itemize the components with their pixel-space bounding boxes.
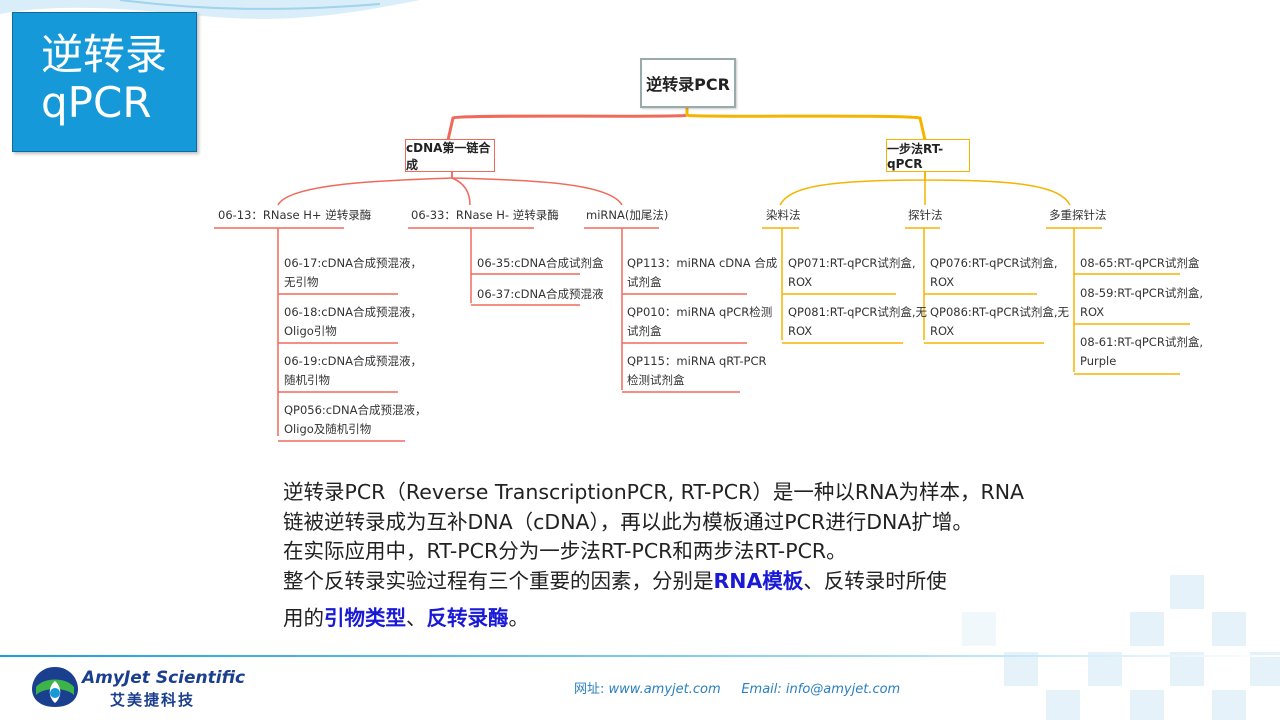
description-paragraph: 逆转录PCR（Reverse TranscriptionPCR, RT-PCR）… — [283, 478, 1063, 634]
header-wave-decoration — [0, 0, 420, 19]
mindmap-branch-cdna: cDNA第一链合成 — [405, 139, 495, 172]
mindmap-group-label: 06-33：RNase H- 逆转录酶 — [411, 208, 559, 222]
paragraph-line: 逆转录PCR（Reverse TranscriptionPCR, RT-PCR）… — [283, 480, 1025, 504]
paragraph-line: 链被逆转录成为互补DNA（cDNA），再以此为模板通过PCR进行DNA扩增。 — [283, 509, 973, 534]
mindmap-leaf: 08-61:RT-qPCR试剂盒, Purple — [1080, 335, 1203, 368]
email-link[interactable]: info@amyjet.com — [785, 682, 901, 697]
mindmap-leaf: 06-18:cDNA合成预混液， Oligo引物 — [284, 305, 422, 338]
amyjet-logo-icon — [32, 667, 78, 707]
highlight-reverse-transcriptase: 反转录酶 — [426, 606, 509, 630]
website-link[interactable]: www.amyjet.com — [608, 682, 721, 697]
mindmap-leaf: QP113：miRNA cDNA 合成 试剂盒 — [627, 256, 778, 289]
mindmap-leaf: QP076:RT-qPCR试剂盒, ROX — [930, 256, 1058, 289]
paragraph-text: 、 — [406, 606, 427, 630]
mindmap-branch-onestep: 一步法RT-qPCR — [886, 139, 970, 172]
paragraph-text: 。 — [508, 606, 530, 630]
mindmap-leaf: 08-65:RT-qPCR试剂盒 — [1080, 256, 1200, 270]
paragraph-text: 整个反转录实验过程有三个重要的因素，分别是 — [283, 568, 714, 593]
mindmap-leaf: QP081:RT-qPCR试剂盒,无 ROX — [788, 305, 927, 338]
dna-tile-decoration — [1130, 690, 1164, 720]
dna-tile-decoration — [1212, 612, 1246, 646]
dna-tile-decoration — [1004, 652, 1038, 686]
paragraph-line: 整个反转录实验过程有三个重要的因素，分别是RNA模板、反转录时所使 — [283, 567, 1063, 597]
mindmap-root: 逆转录PCR — [640, 58, 736, 108]
url-label: 网址: — [574, 682, 609, 697]
slide-title-line2: qPCR — [41, 78, 152, 127]
paragraph-text: 用的 — [283, 606, 324, 630]
mindmap-connectors — [214, 108, 1190, 442]
email-label: Email: — [741, 682, 786, 697]
dna-tile-decoration — [1170, 652, 1204, 686]
dna-tile-decoration — [962, 612, 996, 646]
paragraph-line: 在实际应用中，RT-PCR分为一步法RT-PCR和两步法RT-PCR。 — [283, 539, 847, 563]
mindmap-group-label: 多重探针法 — [1049, 208, 1107, 222]
logo-text-cn: 艾美捷科技 — [110, 691, 196, 709]
mindmap-leaf: QP010：miRNA qPCR检测 试剂盒 — [627, 305, 773, 338]
mindmap-group-label: 染料法 — [766, 208, 801, 222]
slide-title: 逆转录 qPCR — [12, 12, 197, 152]
mindmap-leaf: 06-35:cDNA合成试剂盒 — [477, 256, 604, 270]
mindmap-leaf: QP056:cDNA合成预混液， Oligo及随机引物 — [284, 403, 427, 436]
highlight-rna-template: RNA模板 — [713, 568, 804, 593]
highlight-primer-type: 引物类型 — [324, 606, 406, 630]
slide-title-line1: 逆转录 — [41, 30, 168, 79]
mindmap-leaf: QP115：miRNA qRT-PCR 检测试剂盒 — [627, 354, 767, 387]
mindmap-leaf: 06-17:cDNA合成预混液， 无引物 — [284, 256, 422, 289]
dna-tile-decoration — [1170, 575, 1204, 609]
footer-contact: 网址: www.amyjet.com Email: info@amyjet.co… — [574, 678, 900, 697]
paragraph-line: 用的引物类型、反转录酶。 — [283, 604, 1063, 634]
mindmap-group-label: 探针法 — [908, 208, 943, 222]
mindmap-group-label: 06-13：RNase H+ 逆转录酶 — [218, 208, 372, 222]
mindmap-leaf: QP086:RT-qPCR试剂盒,无 ROX — [930, 305, 1069, 338]
dna-tile-decoration — [1250, 652, 1280, 686]
mindmap-leaf: 08-59:RT-qPCR试剂盒, ROX — [1080, 286, 1203, 319]
logo-text-en: AmyJet Scientific — [82, 668, 246, 688]
paragraph-text: 、反转录时所使 — [803, 568, 947, 593]
footer-divider — [0, 655, 1280, 657]
dna-tile-decoration — [1130, 612, 1164, 646]
dna-tile-decoration — [1088, 652, 1122, 686]
mindmap-leaf: 06-19:cDNA合成预混液， 随机引物 — [284, 354, 422, 387]
mindmap-leaf: 06-37:cDNA合成预混液 — [477, 287, 604, 301]
dna-tile-decoration — [1046, 690, 1080, 720]
mindmap-group-label: miRNA(加尾法) — [586, 208, 669, 222]
dna-tile-decoration — [1212, 690, 1246, 720]
mindmap-leaf: QP071:RT-qPCR试剂盒, ROX — [788, 256, 916, 289]
